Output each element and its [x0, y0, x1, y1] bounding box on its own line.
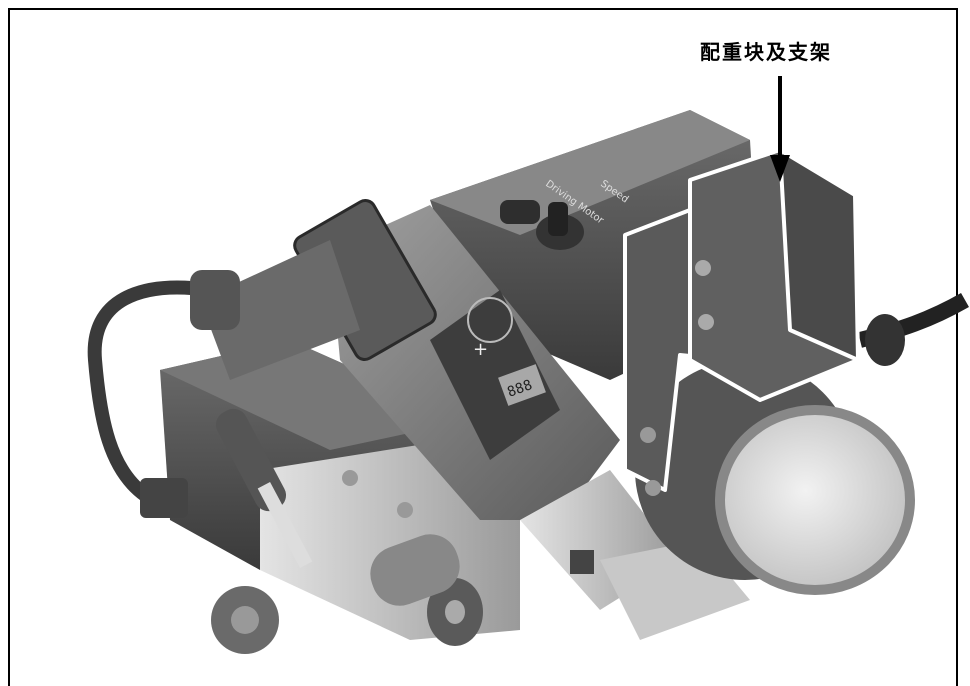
- dial-symbol: [467, 297, 513, 343]
- callout-arrow-head: [770, 155, 790, 182]
- plate-screw-2: [645, 480, 661, 496]
- counterweight-bracket: [623, 148, 860, 492]
- power-cable: [87, 280, 217, 502]
- cable-plug: [140, 478, 188, 518]
- counterweight-callout-label: 配重块及支架: [700, 40, 832, 64]
- gun-control-panel: [430, 290, 560, 460]
- cable-grommet: [865, 314, 905, 366]
- plate-screw-1: [640, 427, 656, 443]
- drive-wheel: [715, 405, 915, 595]
- lever-shaft: [257, 481, 313, 569]
- bracket-screw-1: [695, 260, 711, 276]
- hot-air-gun: + 888: [190, 199, 620, 520]
- plus-symbol: +: [473, 339, 488, 360]
- bracket-screw-2: [698, 314, 714, 330]
- gun-display: [498, 364, 546, 406]
